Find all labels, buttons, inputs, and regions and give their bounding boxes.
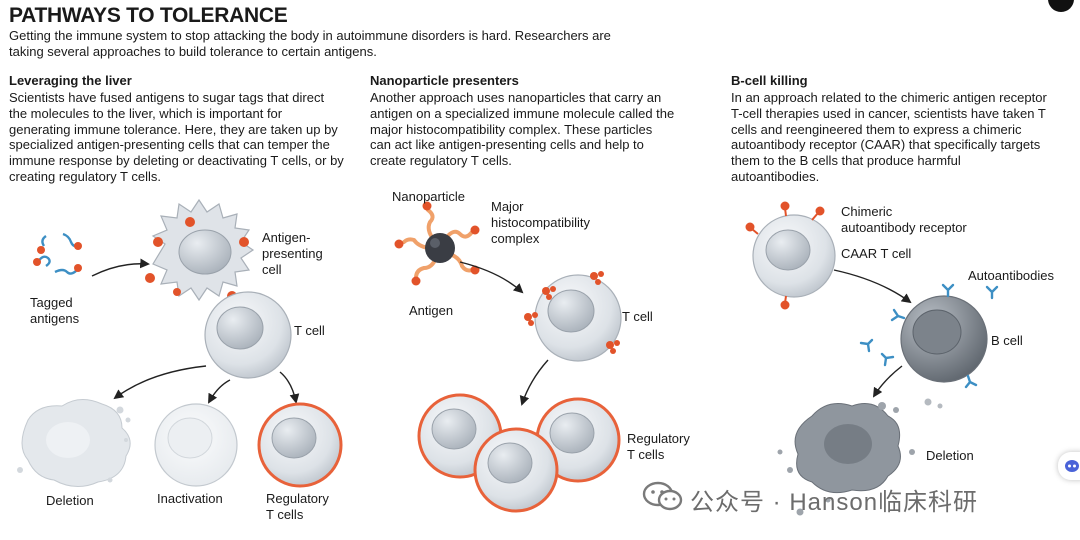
deleted-cell-icon [17,399,131,487]
t-cell-nanoparticle-icon [524,271,622,362]
intro-text: Getting the immune system to stop attack… [9,28,611,59]
label-inactivation: Inactivation [157,491,223,506]
column-heading-liver: Leveraging the liver [9,73,132,88]
label-antigen: Antigen [409,303,454,318]
regulatory-t-cells-nanoparticle-icon [417,393,621,513]
column-heading-b-cell: B-cell killing [731,73,808,88]
inactivated-cell-icon [154,403,238,487]
label-autoantibodies: Autoantibodies [968,268,1055,283]
label-regulatory-t-cells: Regulatory T cells [266,491,329,522]
label-b-cell: B cell [991,333,1023,348]
column-text-nanoparticle: Another approach uses nanoparticles that… [370,90,675,169]
deleted-b-cell-icon [777,398,943,516]
robot-face-icon [1065,460,1079,472]
watermark-text: 公众号 · Hanson临床科研 [690,489,979,516]
label-t-cell-nanoparticle: T cell [622,309,653,324]
corner-avatar-icon[interactable] [1048,0,1074,12]
label-t-cell: T cell [294,323,325,338]
label-mhc: Major histocompatibility complex [491,199,590,246]
b-cell-icon [890,283,988,389]
t-cell-icon [204,291,292,379]
tagged-antigens-icon [33,232,82,275]
label-tagged-antigens: Tagged antigens [30,295,80,326]
caar-t-cell-icon [745,201,836,310]
label-antigen-presenting-cell: Antigen- presenting cell [262,230,323,277]
label-deletion-b-cell: Deletion [926,448,974,463]
regulatory-t-cell-icon [257,402,343,488]
antigen-presenting-cell-icon [145,198,255,302]
label-regulatory-t-cells-nanoparticle: Regulatory T cells [627,431,690,462]
autoantibodies-icon [859,285,999,367]
page-title: PATHWAYS TO TOLERANCE [9,4,288,27]
column-text-b-cell: In an approach related to the chimeric a… [731,90,1047,184]
label-nanoparticle: Nanoparticle [392,189,465,204]
wechat-icon [642,481,683,511]
floating-assistant-button[interactable] [1058,452,1080,480]
label-caar-t-cell: CAAR T cell [841,246,912,261]
label-deletion: Deletion [46,493,94,508]
label-chimeric-receptor: Chimeric autoantibody receptor [841,204,967,235]
column-text-liver: Scientists have fused antigens to sugar … [9,90,344,184]
nanoparticle-icon [394,201,480,286]
column-heading-nanoparticle: Nanoparticle presenters [370,73,519,88]
